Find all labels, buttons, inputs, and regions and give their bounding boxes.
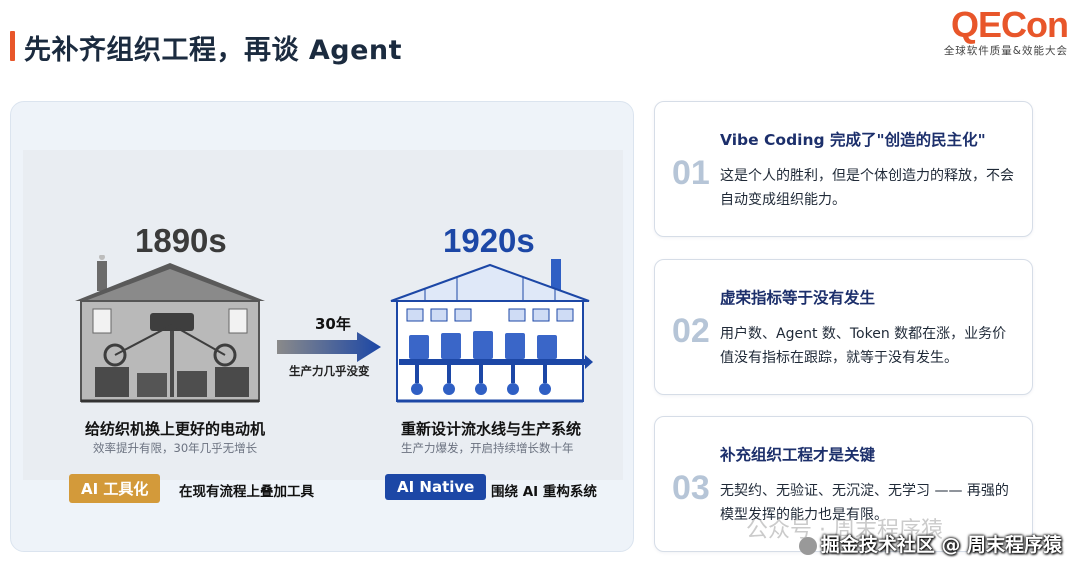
title-accent-bar: [10, 31, 15, 61]
card-title: 补充组织工程才是关键: [720, 446, 876, 464]
juejin-watermark: 掘金技术社区 @ 周末程序猿: [798, 530, 1062, 557]
ai-native-description: 围绕 AI 重构系统: [491, 484, 597, 500]
ai-tooling-badge: AI 工具化: [69, 474, 161, 503]
comparison-panel: 1890s 1920s: [10, 101, 634, 552]
logo-word: QECon: [951, 4, 1069, 45]
slide-title: 先补齐组织工程，再谈 Agent: [24, 35, 403, 66]
ai-native-badge: AI Native: [385, 474, 487, 500]
old-era-caption-subtitle: 效率提升有限，30年几乎无增长: [93, 441, 258, 455]
ai-tooling-description: 在现有流程上叠加工具: [179, 484, 314, 500]
era-year-1920s: 1920s: [443, 222, 535, 259]
transition-subtitle: 生产力几乎没变: [289, 364, 370, 378]
watermark-text: 掘金技术社区 @ 周末程序猿: [820, 534, 1062, 556]
logo-subtitle: 全球软件质量&效能大会: [943, 45, 1068, 57]
card-number: 02: [672, 312, 710, 350]
card-title: 虚荣指标等于没有发生: [720, 289, 876, 307]
card-number: 01: [672, 154, 710, 192]
new-era-caption-subtitle: 生产力爆发，开启持续增长数十年: [401, 441, 574, 455]
point-card-02: 02 虚荣指标等于没有发生 用户数、Agent 数、Token 数都在涨，业务价…: [654, 259, 1033, 395]
era-year-1890s: 1890s: [135, 222, 227, 259]
card-number: 03: [672, 469, 710, 507]
faint-watermark: 公众号 · 周末程序猿: [746, 518, 943, 543]
old-era-caption-title: 给纺织机换上更好的电动机: [85, 420, 266, 438]
card-text: 无契约、无验证、无沉淀、无学习 —— 再强的模型发挥的能力也是有限。: [720, 483, 1009, 523]
new-factory-illustration: [390, 259, 593, 403]
qecon-logo: QECon 全球软件质量&效能大会: [943, 4, 1069, 58]
point-card-03: 03 补充组织工程才是关键 无契约、无验证、无沉淀、无学习 —— 再强的模型发挥…: [654, 416, 1033, 552]
new-era-caption-title: 重新设计流水线与生产系统: [401, 420, 582, 438]
era-illustration-area: 1890s 1920s: [23, 150, 623, 503]
transition-arrow: [277, 332, 381, 362]
card-title: Vibe Coding 完成了"创造的民主化": [720, 131, 986, 149]
juejin-logo-icon: [798, 536, 817, 555]
old-factory-illustration: [75, 255, 265, 403]
card-text: 这是个人的胜利，但是个体创造力的释放，不会自动变成组织能力。: [720, 168, 1014, 208]
card-text: 用户数、Agent 数、Token 数都在涨，业务价值没有指标在跟踪，就等于没有…: [720, 326, 1007, 366]
point-card-01: 01 Vibe Coding 完成了"创造的民主化" 这是个人的胜利，但是个体创…: [654, 101, 1033, 237]
transition-years-label: 30年: [315, 315, 351, 333]
